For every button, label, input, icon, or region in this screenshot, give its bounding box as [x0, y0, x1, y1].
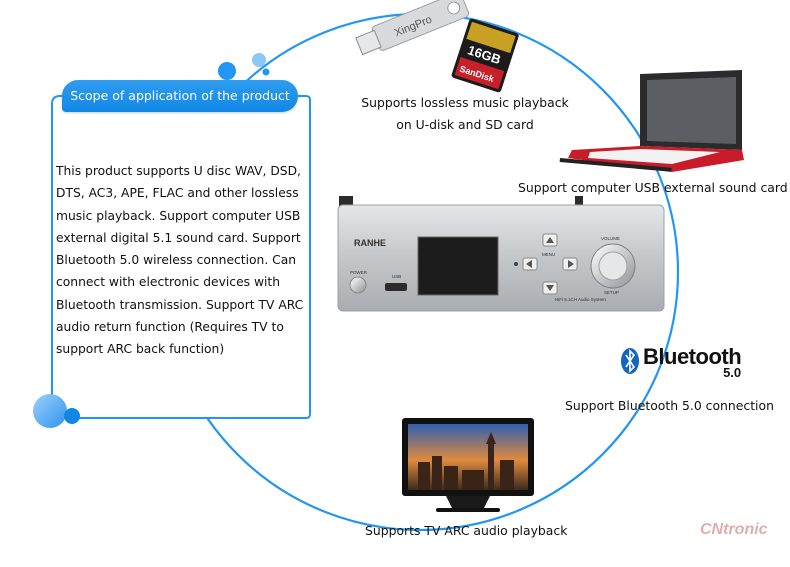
usb-stick-icon: XingPro — [355, 0, 470, 56]
svg-text:HiFi 5.1CH Audio System: HiFi 5.1CH Audio System — [555, 297, 606, 302]
tv-icon — [402, 418, 534, 512]
scope-description: This product supports U disc WAV, DSD, D… — [56, 164, 304, 357]
svg-text:USB: USB — [392, 274, 401, 279]
bluetooth-version: 5.0 — [723, 365, 742, 380]
bubble-icon — [64, 408, 80, 424]
bubble-icon — [252, 53, 266, 67]
caption-usb-sd: Supports lossless music playback on U-di… — [352, 92, 578, 136]
svg-text:RANHE: RANHE — [354, 238, 386, 248]
bluetooth-logo: Bluetooth 5.0 — [643, 344, 742, 384]
bubble-icon — [218, 62, 236, 80]
caption-usb-sd-line1: Supports lossless music playback — [361, 95, 569, 110]
scope-title-badge: Scope of application of the product — [62, 80, 298, 112]
caption-bluetooth: Support Bluetooth 5.0 connection — [565, 398, 774, 413]
svg-text:MENU: MENU — [542, 252, 555, 257]
laptop-icon — [559, 70, 744, 172]
sd-card-icon: 16GB SanDisk — [451, 18, 519, 93]
bubble-icon — [262, 68, 270, 76]
caption-tv: Supports TV ARC audio playback — [365, 523, 568, 538]
caption-usb-sd-line2: on U-disk and SD card — [396, 117, 534, 132]
bluetooth-wordmark: Bluetooth — [643, 344, 742, 369]
bluetooth-icon — [621, 348, 639, 374]
svg-text:VOLUME: VOLUME — [601, 236, 620, 241]
svg-text:POWER: POWER — [350, 270, 368, 275]
scope-panel — [51, 95, 311, 419]
watermark-logo: CNtronic — [700, 521, 768, 538]
bubble-icon — [33, 394, 67, 428]
svg-text:SETUP: SETUP — [604, 290, 619, 295]
caption-computer: Support computer USB external sound card — [518, 180, 788, 195]
audio-device-image: RANHE POWER USB MENU VOLUME SETUP HiFi 5… — [337, 196, 665, 312]
